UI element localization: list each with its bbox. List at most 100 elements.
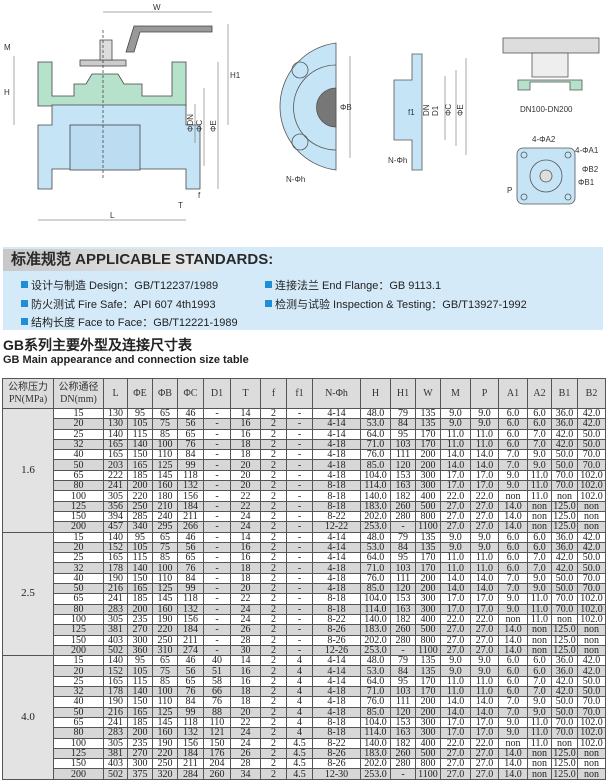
table-cell: - — [203, 531, 231, 543]
table-cell: 9.0 — [440, 541, 471, 554]
table-cell: 32 — [53, 438, 104, 451]
table-cell: 184 — [177, 747, 204, 760]
table-cell: 1100 — [415, 768, 441, 780]
table-cell: 25 — [53, 428, 104, 440]
table-cell: - — [203, 407, 231, 420]
table-cell: 20 — [230, 706, 261, 718]
table-cell: 170 — [415, 562, 441, 574]
table-cell: 14.0 — [470, 459, 499, 471]
table-cell: 125.0 — [551, 758, 578, 770]
table-cell: 165 — [103, 449, 128, 461]
table-cell: 56 — [177, 541, 204, 554]
table-cell: 200 — [415, 459, 441, 471]
column-header: D1 — [203, 378, 231, 409]
table-cell: 240 — [152, 510, 178, 523]
table-cell: 163 — [390, 727, 416, 739]
column-header: B1 — [551, 378, 578, 409]
table-cell: 65 — [152, 655, 178, 667]
table-cell: 253.0 — [360, 644, 391, 657]
table-cell: 163 — [390, 480, 416, 492]
table-cell: 56 — [177, 418, 204, 430]
table-cell: 17.0 — [470, 603, 499, 615]
table-cell: 48.0 — [360, 407, 391, 420]
table-cell: 85 — [152, 675, 178, 688]
column-header: W — [415, 378, 441, 409]
table-cell: 80 — [53, 480, 104, 492]
table-cell: 70.0 — [577, 583, 606, 595]
table-cell: 11.0 — [440, 438, 471, 451]
table-cell: 27.0 — [470, 747, 499, 760]
table-cell: 283 — [103, 727, 128, 739]
table-cell: 220 — [152, 624, 178, 636]
table-cell: 6.0 — [498, 562, 528, 574]
table-cell: 250 — [127, 500, 153, 512]
column-header: 公称通径 DN(mm) — [53, 378, 104, 409]
column-header: H — [360, 378, 391, 409]
table-cell: 8-22 — [312, 737, 361, 749]
table-cell: 9.0 — [470, 407, 499, 420]
table-cell: 1100 — [415, 644, 441, 657]
table-cell: 111 — [390, 696, 416, 708]
table-cell: 360 — [127, 644, 153, 657]
bullet-icon — [265, 281, 272, 288]
table-cell: non — [498, 613, 528, 626]
drawing-labels: W M H H1 L f T ΦDN ΦC ΦE — [4, 3, 241, 220]
table-cell: 132 — [177, 603, 204, 615]
flange-face-drawing: ΦB N-Φh — [279, 42, 352, 184]
table-cell: 27.0 — [470, 768, 499, 780]
table-cell: 17.0 — [470, 469, 499, 482]
table-cell: 6.0 — [498, 418, 528, 430]
table-cell: 2 — [260, 552, 287, 564]
table-cell: 36.0 — [551, 407, 578, 420]
table-cell: 17.0 — [440, 480, 471, 492]
table-cell: 50.0 — [577, 686, 606, 698]
table-cell: 310 — [152, 644, 178, 657]
table-cell: 11.0 — [470, 562, 499, 574]
standard-inspection: 检测与试验 Inspection & Testing：GB/T13927-199… — [265, 296, 527, 312]
table-cell: 22.0 — [470, 737, 499, 749]
table-cell: 100 — [152, 438, 178, 451]
table-cell: 200 — [127, 603, 153, 615]
applicable-standards-panel: 标准规范 APPLICABLE STANDARDS: 设计与制造 Design：… — [3, 247, 603, 330]
table-cell: - — [203, 541, 231, 554]
table-cell: 183.0 — [360, 500, 391, 512]
table-cell: 84 — [177, 449, 204, 461]
table-cell: 6.0 — [498, 541, 528, 554]
table-cell: - — [203, 438, 231, 451]
table-cell: - — [286, 449, 313, 461]
table-cell: 16 — [230, 541, 261, 554]
table-cell: 22.0 — [470, 613, 499, 626]
table-cell: 280 — [390, 758, 416, 770]
table-cell: - — [203, 603, 231, 615]
table-cell: 203 — [103, 459, 128, 471]
table-cell: 12-22 — [312, 521, 361, 533]
table-cell: 130 — [103, 407, 128, 420]
table-cell: 125 — [53, 624, 104, 636]
table-cell: 800 — [415, 510, 441, 523]
table-cell: 165 — [127, 583, 153, 595]
column-header: M — [440, 378, 471, 409]
table-cell: 270 — [127, 624, 153, 636]
table-cell: 15 — [53, 655, 104, 667]
table-cell: 135 — [415, 655, 441, 667]
table-cell: 300 — [415, 727, 441, 739]
table-cell: 42.0 — [551, 552, 578, 564]
table-cell: 300 — [415, 480, 441, 492]
table-cell: 210 — [152, 500, 178, 512]
table-cell: 153 — [390, 716, 416, 729]
bullet-icon — [21, 281, 28, 288]
svg-text:D1: D1 — [431, 105, 440, 116]
svg-text:DN: DN — [422, 104, 431, 116]
table-cell: 28 — [230, 758, 261, 770]
valve-section-drawing — [37, 25, 213, 190]
table-cell: 65 — [152, 531, 178, 543]
table-cell: 50.0 — [551, 583, 578, 595]
table-cell: 42.0 — [551, 675, 578, 688]
table-cell: 6.0 — [527, 541, 552, 554]
table-cell: 140 — [103, 655, 128, 667]
